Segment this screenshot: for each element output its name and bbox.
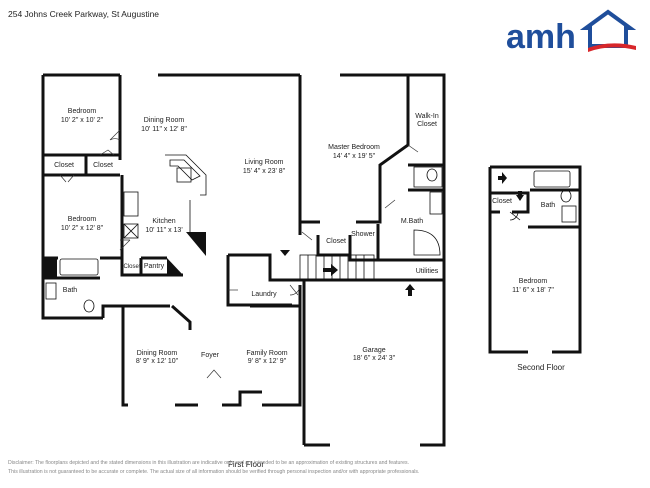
mbath-label: M.Bath [401,218,423,225]
dining-top-dims: 10' 11" x 12' 8" [141,126,187,133]
closet-a-label: Closet [54,162,74,169]
foyer-label: Foyer [201,352,220,359]
sink-icon [176,167,192,183]
master-toilet-icon [426,168,438,182]
disclaimer-line-1: Disclaimer: The floorplans depicted and … [8,460,410,466]
stove-icon [123,191,139,217]
second-floor-fixtures [509,170,577,223]
bedroom-up-label: Bedroom [519,278,548,285]
family-dims: 9' 8" x 12' 9" [248,358,287,365]
down-arrow-icon-2 [516,191,524,201]
master-label: Master Bedroom [328,144,380,151]
closet-small-label: Closet [123,264,140,270]
living-dims: 15' 4" x 23' 8" [243,168,286,175]
second-floor-title: Second Floor [517,363,565,372]
family-label: Family Room [246,350,287,357]
swoosh-icon [588,43,636,52]
second-floor-arrows [498,172,524,201]
stairs [299,254,375,281]
bedroom1-label: Bedroom [68,108,97,115]
bath-up-label: Bath [541,202,556,209]
utilities-label: Utilities [416,268,439,275]
master-sink-icon [429,191,443,215]
walkin-label: Walk-In [415,113,439,120]
toilet-icon [83,299,95,313]
kitchen-label: Kitchen [152,218,175,225]
bedroom-up-dims: 11' 6" x 18' 7" [512,287,554,294]
fridge-icon [123,223,139,239]
logo-text: amh [506,18,576,54]
bath-cabinet [43,258,57,278]
stairs-arrow-icon [323,264,338,276]
bath-fixtures [45,166,443,313]
bath1-label: Bath [63,287,78,294]
bath-sink-icon [45,282,57,300]
first-floor-title: First Floor [228,460,264,469]
bedroom2-label: Bedroom [68,216,97,223]
walkin-label-2: Closet [417,121,437,128]
upstairs-sink-icon [561,205,577,223]
dining-bottom-label: Dining Room [137,350,178,357]
closet-b-label: Closet [93,162,113,169]
master-dims: 14' 4" x 19' 5" [333,153,376,160]
amh-logo: amh [506,9,637,54]
master-tub-icon [413,229,441,256]
upstairs-toilet-icon [560,189,572,203]
kitchen-dims: 10' 11" x 13' [145,227,182,234]
right-arrow-icon [498,172,507,184]
cabinet-shape [186,232,206,256]
master-toilet-area [413,166,443,188]
disclaimer: Disclaimer: The floorplans depicted and … [8,459,488,477]
property-address: 254 Johns Creek Parkway, St Augustine [8,9,160,19]
disclaimer-line-2: This illustration is not guaranteed to b… [8,469,420,475]
house-icon [579,9,637,48]
living-label: Living Room [245,159,284,166]
pantry-shape [167,258,183,275]
dining-bottom-dims: 8' 9" x 12' 10" [136,358,179,365]
second-floor-walls [488,165,582,354]
bathtub-icon [59,258,99,276]
garage-dims: 18' 6" x 24' 3" [353,355,396,362]
first-floor-walls [41,73,446,447]
laundry-label: Laundry [251,291,277,298]
up-arrow-icon [405,284,415,296]
garage-label: Garage [362,347,385,354]
closet-m-label: Closet [326,238,346,245]
door-swings [59,129,419,379]
bedroom1-dims: 10' 2" x 10' 2" [61,117,104,124]
dining-top-label: Dining Room [144,117,185,124]
closet-up-label: Closet [492,198,512,205]
shower-label: Shower [351,231,375,238]
pantry-label: Pantry [144,263,165,270]
bedroom2-dims: 10' 2" x 12' 8" [61,225,104,232]
kitchen-fixtures [123,154,207,239]
arrow-icons [280,250,415,296]
down-arrow-icon [280,250,290,256]
upstairs-tub-icon [533,170,571,188]
